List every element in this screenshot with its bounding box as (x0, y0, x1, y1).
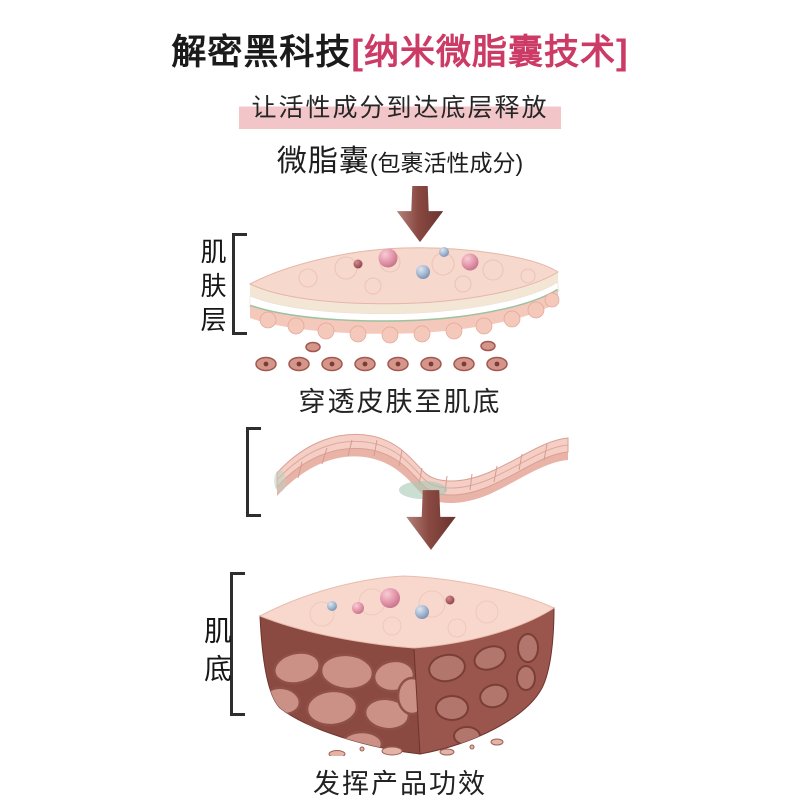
down-arrow-icon (388, 186, 452, 244)
skin-layer-illustration (238, 226, 568, 381)
skin-layer-bracket (232, 233, 247, 335)
caption-effect: 发挥产品功效 (313, 769, 487, 799)
skin-base-bracket (230, 572, 245, 716)
caption-penetrate: 穿透皮肤至肌底 (298, 387, 502, 417)
skin-base-illustration (242, 556, 572, 756)
capsule-name: 微脂囊 (276, 145, 370, 178)
subtitle-row: 让活性成分到达底层释放 (0, 88, 800, 129)
title-highlight: [纳米微脂囊技术] (351, 33, 629, 72)
capsule-note: (包裹活性成分) (369, 150, 524, 176)
subtitle-text: 让活性成分到达底层释放 (239, 88, 561, 129)
membrane-bracket (246, 427, 261, 517)
membrane-illustration (272, 418, 572, 513)
skin-base-label: 肌底 (201, 616, 232, 692)
capsule-label: 微脂囊(包裹活性成分) (0, 136, 800, 180)
down-arrow-icon (398, 490, 464, 552)
page-title: 解密黑科技[纳米微脂囊技术] (0, 24, 800, 75)
title-prefix: 解密黑科技 (171, 33, 352, 72)
skin-layer-label: 肌肤层 (197, 238, 227, 340)
